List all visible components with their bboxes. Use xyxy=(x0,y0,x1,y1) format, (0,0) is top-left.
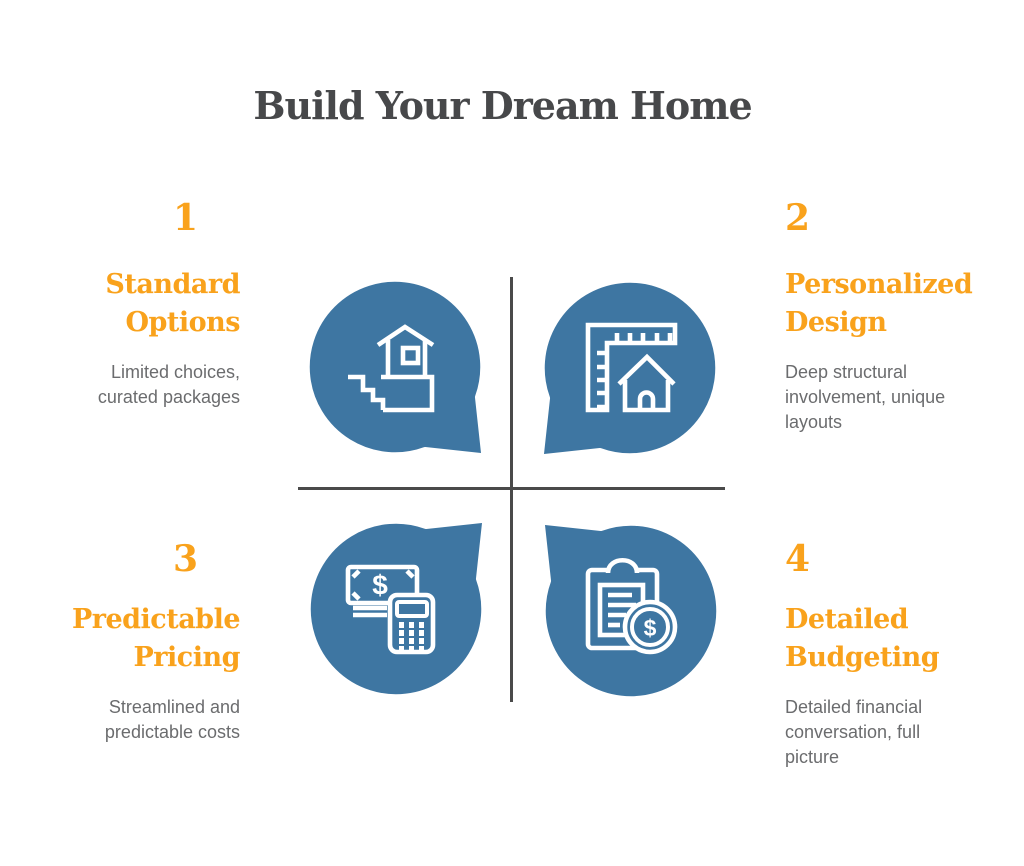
house-foundation-icon xyxy=(304,276,487,459)
speech-bubble-top-right xyxy=(500,238,760,498)
speech-bubble-top-left xyxy=(265,237,525,497)
step-heading-1: Standard Options xyxy=(105,269,240,338)
horizontal-divider xyxy=(298,487,725,490)
step-description-2: Deep structural involvement, unique layo… xyxy=(785,362,946,432)
step-number-4: 4 xyxy=(785,538,811,580)
ruler-square-house-icon xyxy=(538,277,721,460)
speech-bubble-bottom-left: $ xyxy=(266,479,526,739)
banknote-dollar-glyph: $ xyxy=(372,570,388,601)
step-number-3: 3 xyxy=(172,538,198,580)
step-description-4: Detailed financial conversation, full pi… xyxy=(785,697,923,767)
clipboard-coin-icon: $ xyxy=(539,519,722,702)
step-number-1: 1 xyxy=(172,197,198,239)
step-heading-2: Personalized Design xyxy=(785,269,973,338)
step-heading-4: Detailed Budgeting xyxy=(785,604,940,673)
speech-bubble-bottom-right: $ xyxy=(501,481,761,741)
page-title: Build Your Dream Home xyxy=(253,83,752,129)
coin-dollar-glyph: $ xyxy=(644,615,657,641)
step-description-1: Limited choices, curated packages xyxy=(97,362,240,407)
step-number-2: 2 xyxy=(785,197,811,239)
step-description-3: Streamlined and predictable costs xyxy=(104,697,240,742)
banknote-calculator-icon: $ xyxy=(305,517,488,700)
step-heading-3: Predictable Pricing xyxy=(71,604,241,673)
